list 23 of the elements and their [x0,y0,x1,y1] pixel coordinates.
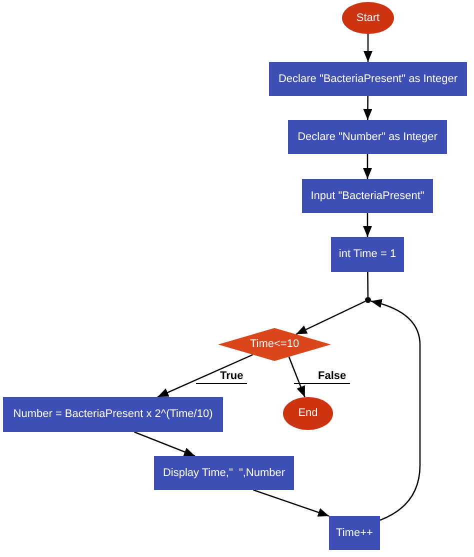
arrow [253,489,330,517]
process-box: Time++ [329,516,380,550]
process-box: Display Time," ",Number [154,456,294,490]
edge-label: True [196,369,248,384]
process-box: Input "BacteriaPresent" [302,179,433,213]
process-box: int Time = 1 [331,237,404,272]
arrow [363,154,372,179]
arrow [370,299,421,521]
process-box: Declare "Number" as Integer [288,120,447,154]
arrow [288,356,306,398]
arrow [363,96,372,120]
process-box: Declare "BacteriaPresent" as Integer [269,62,467,96]
arrow [363,213,372,237]
junction-dot [365,297,371,303]
arrow [157,354,254,398]
terminal-ellipse: End [283,397,333,430]
arrow [364,34,372,62]
decision-diamond: Time<=10 [218,328,331,361]
terminal-ellipse: Start [342,2,394,34]
arrow [134,431,196,457]
arrow [296,300,366,335]
process-box: Number = BacteriaPresent x 2^(Time/10) [3,397,223,432]
edge-label: False [294,369,350,384]
